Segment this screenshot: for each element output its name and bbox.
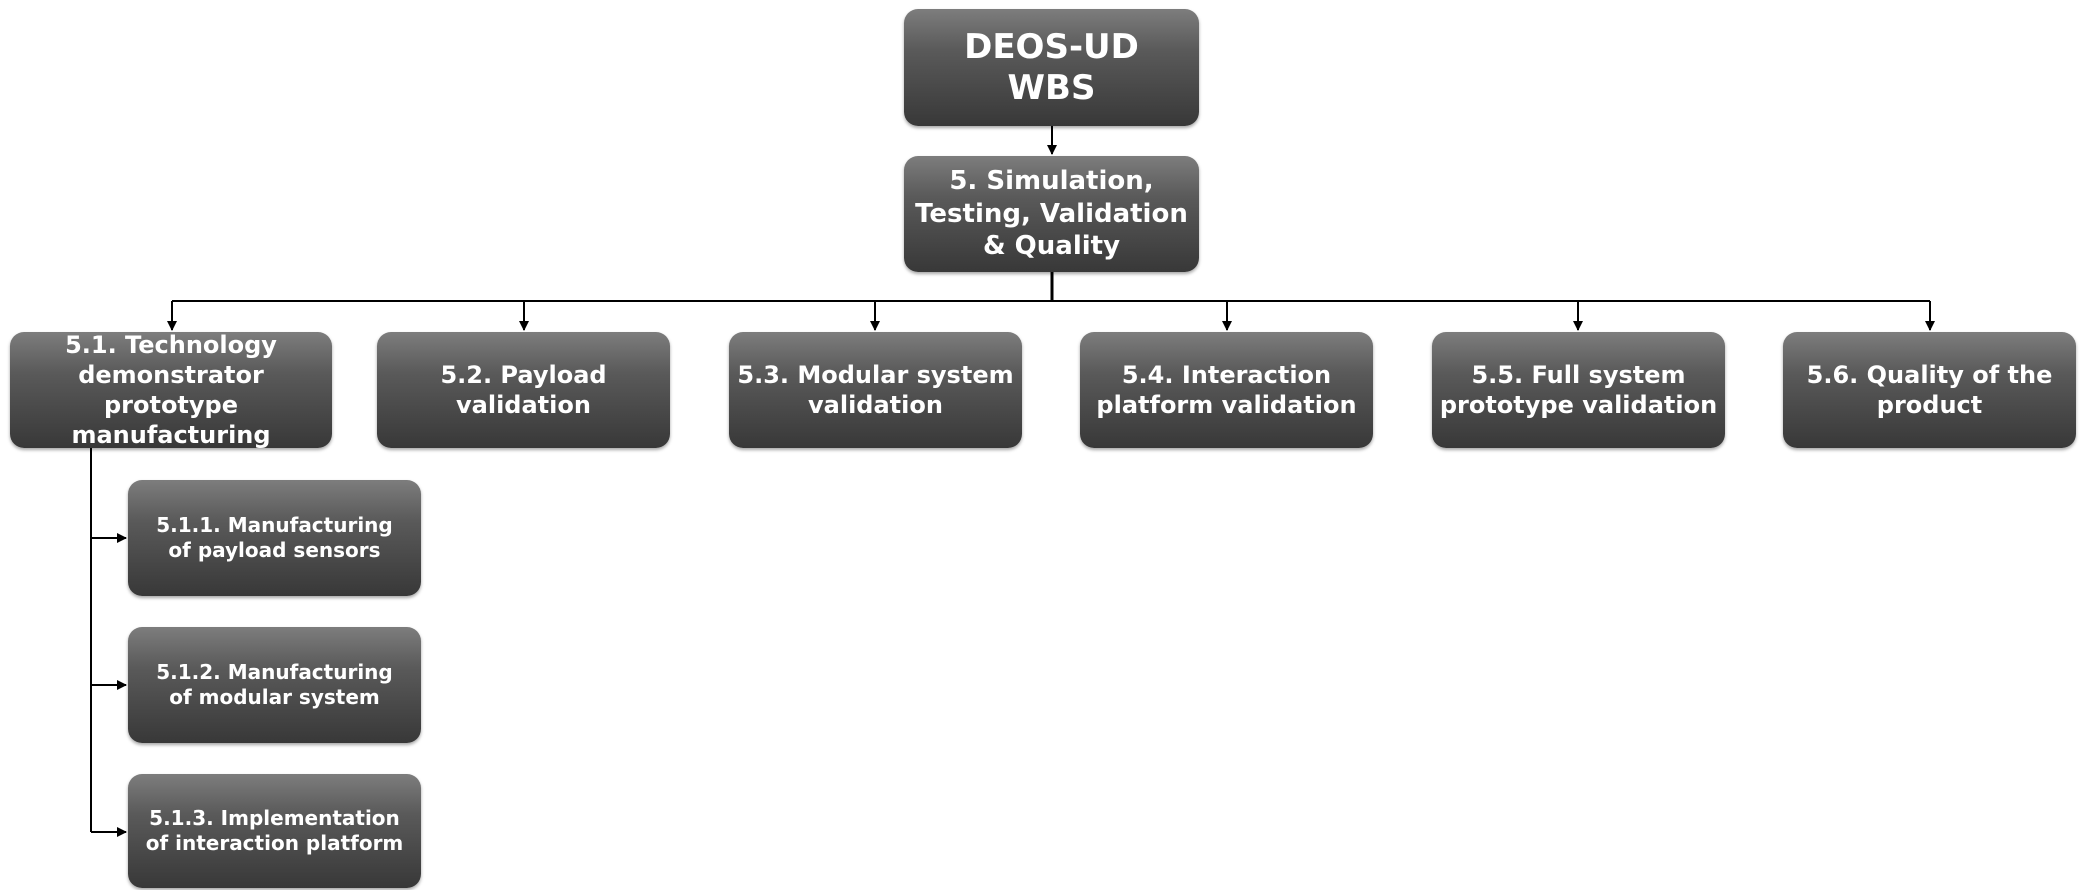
phase-node-5: 5. Simulation, Testing, Validation & Qua…: [904, 156, 1199, 272]
workpackage-node-5-2: 5.2. Payload validation: [377, 332, 670, 448]
workpackage-node-5-4: 5.4. Interaction platform validation: [1080, 332, 1373, 448]
workpackage-node-5-5: 5.5. Full system prototype validation: [1432, 332, 1725, 448]
subtask-node-5-1-2: 5.1.2. Manufacturing of modular system: [128, 627, 421, 743]
wbs-root-node: DEOS-UD WBS: [904, 9, 1199, 126]
subtask-node-5-1-1: 5.1.1. Manufacturing of payload sensors: [128, 480, 421, 596]
subtask-node-5-1-3: 5.1.3. Implementation of interaction pla…: [128, 774, 421, 888]
workpackage-node-5-1: 5.1. Technology demonstrator prototype m…: [10, 331, 332, 449]
workpackage-node-5-6: 5.6. Quality of the product: [1783, 332, 2076, 448]
workpackage-node-5-3: 5.3. Modular system validation: [729, 332, 1022, 448]
